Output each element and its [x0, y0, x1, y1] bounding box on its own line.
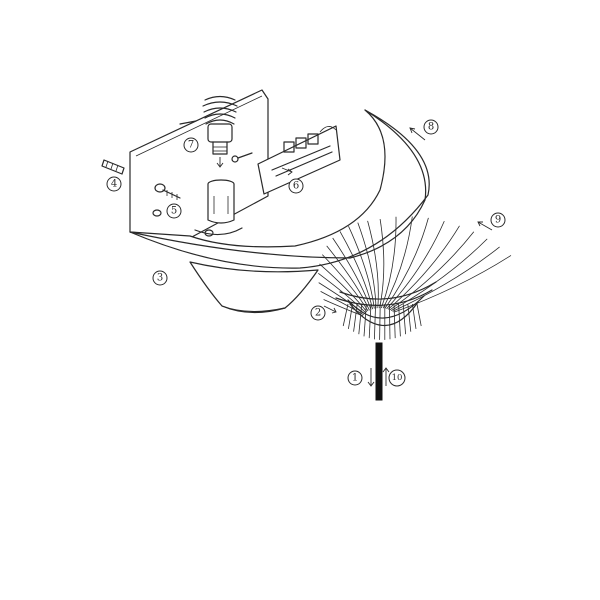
reed-base-stem — [407, 303, 412, 332]
reed-base-stem — [353, 303, 358, 332]
reed-stem — [318, 272, 366, 314]
callout-6: 6 — [288, 178, 304, 194]
svg-text:3: 3 — [157, 273, 163, 284]
svg-text:8: 8 — [428, 122, 434, 133]
reed-stem — [384, 217, 429, 309]
reed-base-stem — [342, 303, 349, 327]
reed-stem — [391, 238, 488, 311]
callout-10: 10 — [388, 369, 406, 387]
svg-text:6: 6 — [293, 181, 299, 192]
callout-5: 5 — [166, 203, 182, 219]
reed-stem — [357, 222, 377, 309]
svg-text:7: 7 — [188, 140, 194, 151]
callout-4: 4 — [106, 176, 122, 192]
svg-text:2: 2 — [315, 308, 321, 319]
reed-base-stem — [389, 303, 391, 340]
callout-2: 2 — [310, 305, 326, 321]
callout-8: 8 — [423, 119, 439, 135]
reed-stem — [318, 282, 365, 315]
fixing-rod — [367, 342, 390, 401]
terminal-block — [257, 125, 341, 195]
callout-7: 7 — [183, 137, 199, 153]
reed-base-stem — [402, 303, 406, 335]
reed-base-stem — [379, 303, 381, 340]
lamp-socket — [194, 179, 243, 236]
reed-stem — [348, 226, 375, 309]
reed-stem — [380, 216, 397, 309]
reed-stem — [332, 237, 372, 310]
callout-9: 9 — [490, 212, 506, 228]
reed-base-stem — [368, 303, 372, 339]
reed-stem — [386, 220, 445, 310]
svg-text:10: 10 — [392, 373, 403, 383]
reed-fan-ornament — [318, 216, 512, 340]
reed-stem — [392, 246, 500, 312]
reed-stem — [382, 216, 413, 309]
svg-text:1: 1 — [352, 373, 358, 384]
mounting-screw — [154, 120, 253, 200]
reed-base-stem — [358, 303, 363, 335]
reed-base-stem — [363, 303, 367, 337]
svg-text:9: 9 — [495, 215, 501, 226]
reed-stem — [379, 219, 385, 309]
reed-base-stem — [393, 303, 396, 339]
reed-stem — [319, 263, 368, 313]
compact-fluorescent-bulb — [202, 95, 238, 168]
wall-anchor — [101, 159, 125, 175]
shade-dish — [129, 109, 430, 314]
callout-3: 3 — [152, 270, 168, 286]
reed-base-stem — [416, 303, 422, 327]
reed-base-stem — [348, 303, 353, 329]
reed-stem — [367, 220, 379, 309]
reed-stem — [389, 231, 475, 311]
reed-stem — [322, 254, 369, 312]
reed-stem — [339, 231, 373, 310]
reed-base-stem — [398, 303, 401, 337]
callout-1: 1 — [347, 370, 363, 386]
reed-stem — [387, 225, 460, 310]
reed-base-stem — [374, 303, 376, 340]
svg-text:4: 4 — [111, 179, 117, 190]
reed-stem — [320, 291, 364, 316]
svg-text:5: 5 — [171, 206, 177, 217]
reed-base-stem — [412, 303, 417, 329]
wall-bracket-plate — [129, 89, 269, 239]
direction-arrows — [323, 127, 493, 314]
